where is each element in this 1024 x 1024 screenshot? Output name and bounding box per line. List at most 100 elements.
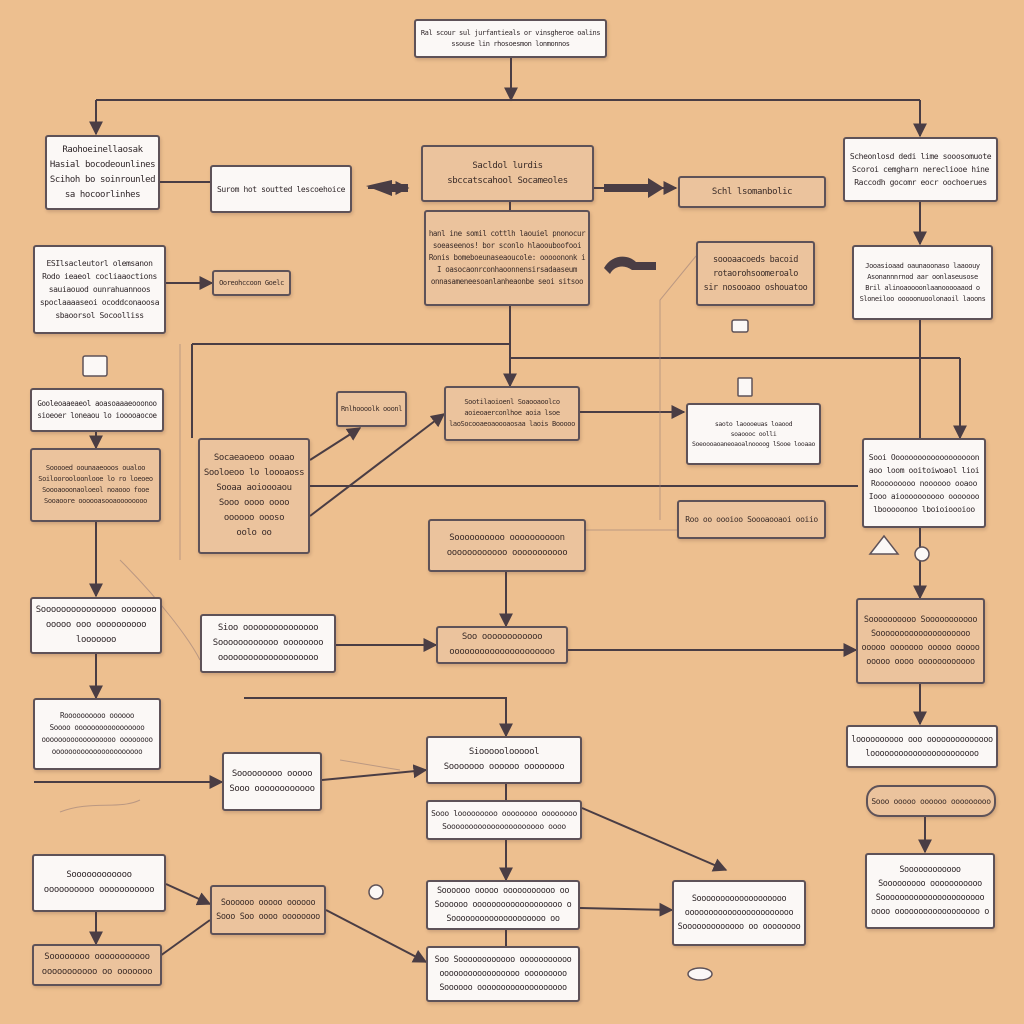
flow-node-l8[interactable]: Soooooooo ooooooooooo ooooooooooo oo oooo… [32, 944, 162, 986]
double-arrow-glyph-right [604, 178, 664, 198]
node-text-line: Sooloeoo lo loooaoss [203, 468, 305, 478]
connector-l8-c9l [159, 919, 211, 957]
node-text-line: loooooooooo ooo oooooooooooooo [851, 734, 993, 745]
small-square-icon [731, 319, 749, 333]
node-text-line: Roo oo oooioo Soooaooaoi ooiio [685, 515, 818, 524]
node-text-line: laoSocooaeoaoooaosaa laois Booooo [449, 420, 575, 428]
node-text-line: Soeoooaoaneoaoalnoooog lSooe looaao [692, 440, 815, 448]
warning-triangle-icon [868, 534, 900, 555]
flow-node-c4r[interactable]: Roo oo oooioo Soooaooaoi ooiio [677, 500, 826, 539]
node-text-line: Soooooo ooooooooooooooooooo [439, 983, 567, 993]
connector-c7l-c7 [321, 764, 428, 781]
connector-c4l-c3l [309, 427, 362, 461]
node-text-line: aoo loom ooitoiwoaol lioi [868, 465, 980, 475]
flow-node-c1r[interactable]: Schl lsomanbolic [678, 176, 826, 208]
node-text-line: Soooooooooooooooooooo [870, 629, 971, 639]
node-text-line: onnasameneesoanlanheaonbe seoi sitsoo [430, 277, 584, 286]
node-text-line: ooooo ooo oooooooooo [45, 620, 147, 630]
faint-connector-e [339, 759, 401, 771]
node-text-line: ooooooooooooooooooooo [449, 647, 555, 657]
node-text-line: Sooo oooooooooooo [229, 783, 315, 794]
flow-node-l2b[interactable]: Ooreohccoon Goelc [212, 270, 291, 296]
node-text-line: Soooooooo ooooooooooo [44, 952, 150, 962]
flow-node-r6[interactable]: Sooo ooooo oooooo ooooooooo [866, 785, 996, 817]
bar-chart-icon [737, 377, 753, 397]
node-text-line: Ral scour sul jurfantieals or vinsgheroe… [420, 28, 601, 37]
node-text-line: Soooooooooooo [899, 865, 961, 875]
node-text-line: Schl lsomanbolic [711, 186, 793, 197]
node-text-line: lbooooonoo lboioioooioo [873, 504, 975, 514]
node-text-line: Sooooed oounaaeooos oualoo [45, 464, 146, 472]
node-text-line: Sooooooooo ooooooooooo [878, 879, 982, 889]
node-text-line: oooo oooooooooooooooooo o [871, 907, 989, 917]
node-text-line: ooooooooooooooooooooooo [684, 908, 794, 918]
node-text-line: Soooooooooo oooooooooon [449, 532, 565, 543]
flow-node-l1b[interactable]: Surom hot soutted lescoehoice [210, 165, 352, 213]
node-text-line: oooooooooooo ooooooooooo [446, 547, 568, 558]
node-text-line: Soooooo ooooooooooooooooooo o [434, 900, 572, 910]
flow-node-c5[interactable]: Soooooooooo oooooooooon oooooooooooo oooo… [428, 519, 586, 572]
node-text-line: Sooaa aoioooaou [216, 483, 292, 493]
node-text-line: Asonannnrnod aar oonlaseusose [867, 272, 978, 281]
document-icon [82, 355, 108, 377]
node-text-line: Sioo ooooooooooooooo [217, 623, 319, 633]
connector-c9l-c9 [325, 909, 428, 963]
flow-node-c3l[interactable]: Rnlhoooolk ooonl [336, 391, 407, 427]
node-text-line: ooooooooooo oo ooooooo [41, 967, 153, 977]
node-text-line: aoieoaerconlhoe aoia lsoe [464, 409, 560, 417]
flow-node-c9r[interactable]: Sooooooooooooooooooo oooooooooooooooooooo… [672, 880, 806, 946]
connector-c7-bus [244, 697, 513, 738]
node-text-line: Raccodh gocomr eocr oochoerues [854, 178, 987, 187]
flow-node-top[interactable]: Ral scour sul jurfantieals or vinsgheroe… [414, 19, 607, 58]
node-text-line: Raohoeinellaosak [62, 144, 143, 155]
node-text-line: Sooooooooooooooo ooooooo [35, 605, 157, 615]
node-text-line: sauiaouod ounrahuannoos [48, 285, 151, 294]
flow-node-c6[interactable]: Soo oooooooooooo ooooooooooooooooooooo [436, 626, 568, 664]
node-text-line: ESIlsacleutorl olemsanon [46, 259, 153, 268]
node-text-line: sir nosooaoo oshouatoo [703, 282, 808, 293]
node-text-line: Sooaoore oooooasooaoooooooo [44, 497, 147, 505]
node-text-line: Soo oooooooooooo [461, 632, 543, 642]
node-text-line: Soooo ooooooooooooooooo [49, 723, 145, 732]
node-text-line: Soooaooonaoloeol noaooo fooe [42, 486, 149, 494]
node-text-line: Sooooooooo ooooo [231, 768, 313, 779]
faint-connector-d [119, 559, 201, 661]
curved-arrow-glyph [604, 256, 656, 274]
node-text-line: ooooo oooo oooooooooooo [866, 657, 975, 667]
node-text-line: Gooleoaaeaeol aoasoaaaeooonoo [37, 399, 157, 408]
node-text-line: Ronis bomeboeunaseaoucole: ooooononk i [428, 253, 586, 262]
node-text-line: sbaoorsol Socoolliss [55, 311, 144, 320]
connector-c4l-c3 [309, 413, 446, 517]
node-text-line: ssouse lin rhosoesmon lonmonnos [451, 39, 570, 48]
flow-node-l5[interactable]: Sooooooooooooooo ooooooo ooooo ooo oooooo… [30, 597, 162, 654]
node-text-line: Sooo Soo oooo oooooooo [216, 912, 320, 922]
node-text-line: saoto laoooeuas loaood [714, 420, 793, 428]
node-text-line: Sooooooooooooo oo oooooooo [677, 922, 801, 932]
node-text-line: Sooooooooooooooooooo [691, 894, 787, 904]
